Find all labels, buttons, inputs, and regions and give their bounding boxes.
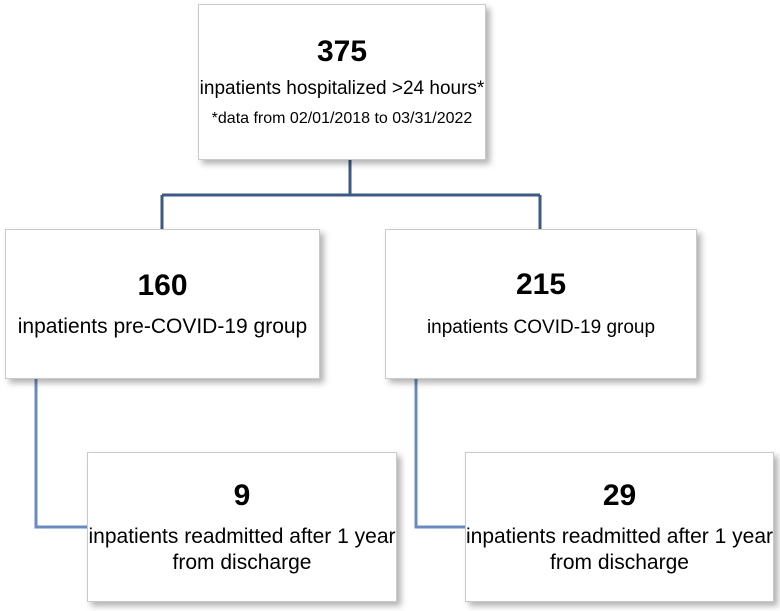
pre-covid-readmitted-count: 9 <box>233 479 251 513</box>
pre-covid-count: 160 <box>137 268 188 302</box>
covid-readmitted-description: inpatients readmitted after 1 year from … <box>466 525 774 574</box>
root-box: 375 inpatients hospitalized >24 hours* *… <box>198 4 486 160</box>
covid-readmitted-box: 29 inpatients readmitted after 1 year fr… <box>465 452 774 602</box>
pre-covid-readmitted-box: 9 inpatients readmitted after 1 year fro… <box>87 452 397 602</box>
covid-description: inpatients COVID-19 group <box>426 317 656 339</box>
root-date-note: *data from 02/01/2018 to 03/31/2022 <box>211 109 473 127</box>
left-elbow-line <box>34 379 87 529</box>
covid-readmitted-count: 29 <box>602 479 637 513</box>
pre-covid-description: inpatients pre-COVID-19 group <box>17 314 308 338</box>
pre-covid-readmitted-description: inpatients readmitted after 1 year from … <box>88 525 396 574</box>
tree-connector <box>160 160 542 229</box>
root-description: inpatients hospitalized >24 hours* <box>199 78 485 100</box>
root-count: 375 <box>316 35 368 69</box>
right-elbow-line <box>414 379 465 529</box>
covid-count: 215 <box>515 268 567 302</box>
side-connectors <box>34 379 465 529</box>
covid-group-box: 215 inpatients COVID-19 group <box>385 229 697 379</box>
pre-covid-group-box: 160 inpatients pre-COVID-19 group <box>5 229 320 379</box>
